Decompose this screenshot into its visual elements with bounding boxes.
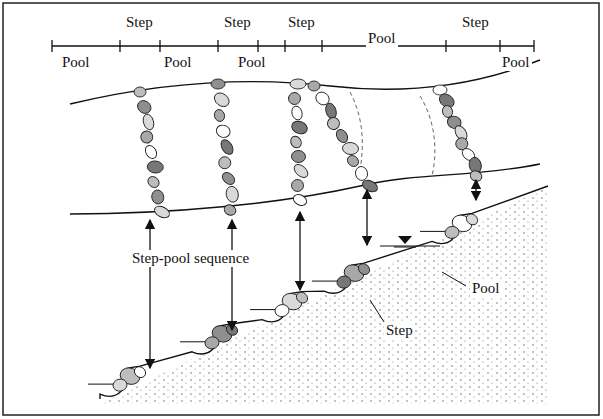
stone xyxy=(220,170,237,187)
scale-label: Pool xyxy=(366,30,398,47)
stone xyxy=(274,303,290,317)
stone xyxy=(139,129,155,145)
stone xyxy=(143,143,159,160)
stone xyxy=(218,156,231,169)
stone xyxy=(290,105,303,121)
stone xyxy=(151,189,165,205)
stone xyxy=(146,174,162,189)
stone xyxy=(290,178,304,192)
step-stones xyxy=(134,79,484,220)
bed-profile xyxy=(100,186,548,399)
stone xyxy=(354,165,368,181)
stone xyxy=(290,79,306,89)
scale-label: Step xyxy=(222,14,253,31)
stone xyxy=(225,185,240,203)
bed-sediment xyxy=(100,186,548,404)
scale-label: Step xyxy=(286,14,317,31)
sequence-label: Step-pool sequence xyxy=(130,250,251,267)
stone xyxy=(291,150,306,163)
stone xyxy=(147,160,164,173)
stone xyxy=(294,290,310,305)
step-boulders xyxy=(112,212,480,393)
stone xyxy=(345,153,361,168)
sequence-arrows xyxy=(150,180,476,368)
stone xyxy=(212,90,232,109)
scale-label: Pool xyxy=(162,54,194,71)
stone xyxy=(290,119,309,136)
scale-label: Step xyxy=(460,14,491,31)
leader-line xyxy=(370,300,384,322)
scale-label: Pool xyxy=(60,54,92,71)
stone xyxy=(213,108,226,122)
stone xyxy=(336,275,352,289)
stone xyxy=(112,378,128,392)
pool-outline xyxy=(420,96,435,176)
water-level-symbol xyxy=(394,247,416,248)
stone xyxy=(215,123,232,139)
stone xyxy=(326,116,342,132)
scale-label: Step xyxy=(124,14,155,31)
stone xyxy=(324,102,338,120)
stone xyxy=(204,336,220,350)
scale-bar xyxy=(52,40,534,52)
stone xyxy=(361,178,380,194)
stone xyxy=(292,162,311,180)
stone xyxy=(334,127,350,144)
stone xyxy=(464,212,480,227)
stone xyxy=(292,192,309,207)
channel-banks xyxy=(70,60,540,214)
stone xyxy=(135,98,153,116)
stone xyxy=(141,113,155,131)
scale-label: Pool xyxy=(500,54,532,71)
water-level-symbol xyxy=(398,236,412,244)
stone xyxy=(444,225,460,239)
stone xyxy=(433,85,447,95)
stone xyxy=(132,364,148,379)
stone xyxy=(222,203,237,217)
leader-line xyxy=(442,272,466,286)
stone xyxy=(342,142,359,155)
part-label: Step xyxy=(384,322,415,339)
scale-label: Pool xyxy=(236,54,268,71)
frame xyxy=(3,3,599,415)
part-label: Pool xyxy=(470,280,502,297)
stone xyxy=(308,81,320,91)
water-surface xyxy=(88,231,452,384)
stone xyxy=(356,261,372,276)
stone xyxy=(286,90,303,107)
stone xyxy=(289,134,304,149)
stone xyxy=(219,138,236,157)
stone xyxy=(134,87,146,97)
stone xyxy=(153,204,172,220)
stone xyxy=(211,79,225,89)
